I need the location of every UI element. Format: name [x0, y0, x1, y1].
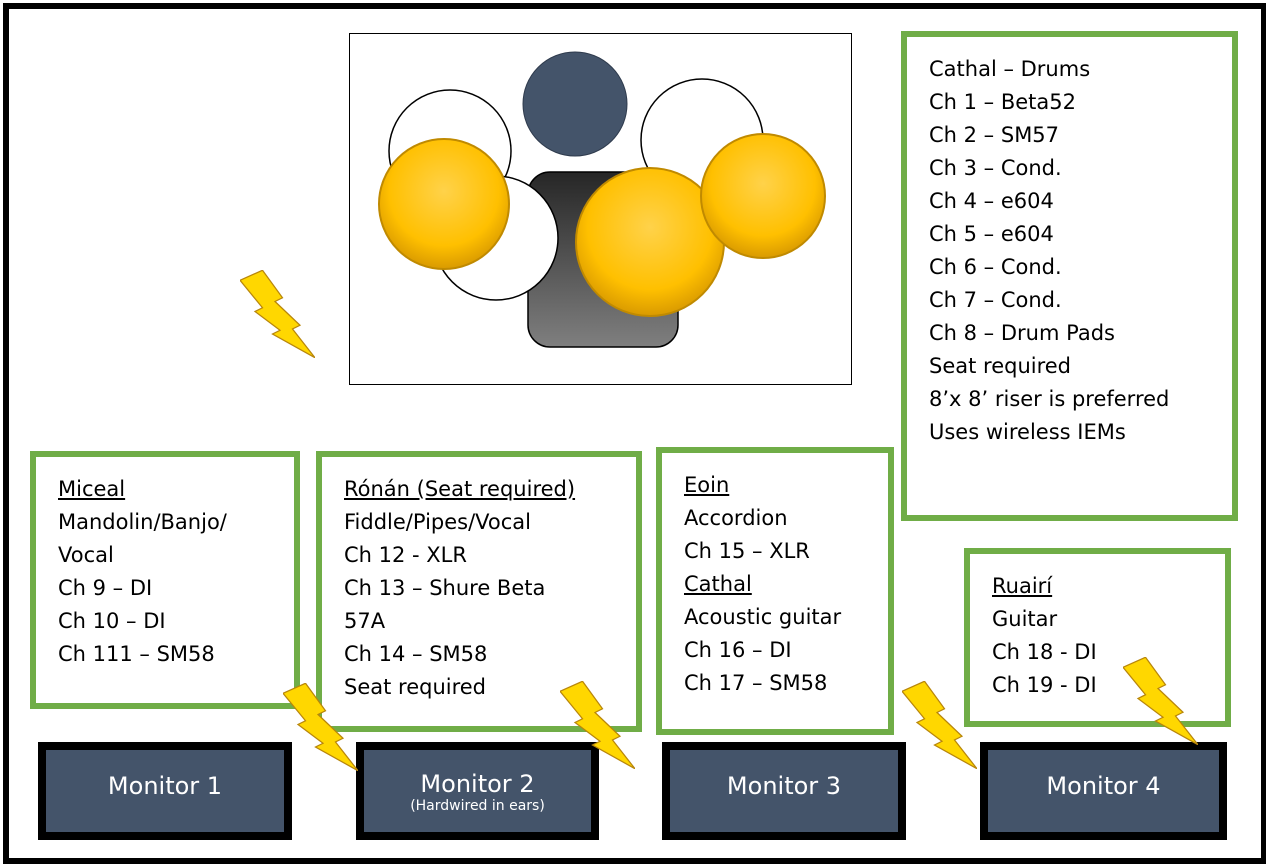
player-line: Ch 10 – DI — [58, 609, 166, 633]
player-box-1: Miceal Mandolin/Banjo/ Vocal Ch 9 – DI C… — [30, 451, 300, 709]
player-line: Ch 19 - DI — [992, 673, 1097, 697]
player-line: Fiddle/Pipes/Vocal — [344, 510, 532, 534]
drummer-line: Ch 5 – e604 — [929, 222, 1054, 246]
drummer-line: Seat required — [929, 354, 1072, 378]
stool — [522, 51, 628, 157]
player-line: Acoustic guitar — [684, 605, 842, 629]
player-name: Ruairí — [992, 574, 1053, 598]
drummer-line: Ch 1 – Beta52 — [929, 90, 1077, 114]
cymbal-left — [378, 138, 510, 270]
player-name: Eoin — [684, 473, 730, 497]
player-line: Ch 12 - XLR — [344, 543, 467, 567]
player-box-4: Ruairí Guitar Ch 18 - DI Ch 19 - DI — [964, 548, 1231, 727]
monitor-label: Monitor 3 — [726, 772, 842, 800]
monitor-3: Monitor 3 — [662, 742, 906, 840]
player-line: Ch 13 – Shure Beta — [344, 576, 546, 600]
monitor-label: Monitor 1 — [107, 772, 223, 800]
power-bolt-icon — [560, 681, 635, 769]
drummer-line: Ch 3 – Cond. — [929, 156, 1062, 180]
drummer-line: Ch 6 – Cond. — [929, 255, 1062, 279]
drummer-line: Cathal – Drums — [929, 57, 1091, 81]
drummer-line: Ch 4 – e604 — [929, 189, 1054, 213]
drum-kit-diagram — [349, 33, 852, 385]
monitor-2: Monitor 2 (Hardwired in ears) — [356, 742, 599, 840]
player-name-2: Cathal — [684, 572, 752, 596]
drummer-box: Cathal – Drums Ch 1 – Beta52 Ch 2 – SM57… — [901, 31, 1238, 521]
monitor-label: Monitor 4 — [1046, 772, 1161, 800]
player-line: Guitar — [992, 607, 1058, 631]
power-bolt-icon — [240, 270, 315, 358]
player-box-3: Eoin Accordion Ch 15 – XLR Cathal Acoust… — [656, 447, 894, 735]
monitor-sublabel: (Hardwired in ears) — [410, 798, 545, 814]
power-bolt-icon — [1123, 657, 1198, 745]
monitor-1: Monitor 1 — [38, 742, 292, 840]
drummer-line: Uses wireless IEMs — [929, 420, 1126, 444]
drummer-line: Ch 7 – Cond. — [929, 288, 1062, 312]
drummer-line: Ch 8 – Drum Pads — [929, 321, 1115, 345]
drummer-line: 8’x 8’ riser is preferred — [929, 387, 1170, 411]
player-line: Ch 18 - DI — [992, 640, 1097, 664]
player-line: Seat required — [344, 675, 487, 699]
player-line: Ch 14 – SM58 — [344, 642, 488, 666]
drummer-line: Ch 2 – SM57 — [929, 123, 1060, 147]
drum-kit-drawing — [378, 51, 826, 348]
player-line: Ch 9 – DI — [58, 576, 153, 600]
player-line: 57A — [344, 609, 386, 633]
player-line: Ch 111 – SM58 — [58, 642, 215, 666]
power-bolt-icon — [283, 683, 358, 771]
player-line: Ch 17 – SM58 — [684, 671, 828, 695]
player-line: Accordion — [684, 506, 788, 530]
monitor-4: Monitor 4 — [980, 742, 1227, 840]
player-line: Ch 15 – XLR — [684, 539, 810, 563]
monitor-label: Monitor 2 — [420, 770, 535, 798]
player-line: Ch 16 – DI — [684, 638, 792, 662]
cymbal-right — [700, 133, 826, 259]
power-bolt-icon — [902, 681, 977, 769]
player-name: Rónán (Seat required) — [344, 477, 576, 501]
player-box-2: Rónán (Seat required) Fiddle/Pipes/Vocal… — [316, 451, 642, 732]
player-line: Mandolin/Banjo/ — [58, 510, 227, 534]
player-line: Vocal — [58, 543, 114, 567]
player-name: Miceal — [58, 477, 126, 501]
